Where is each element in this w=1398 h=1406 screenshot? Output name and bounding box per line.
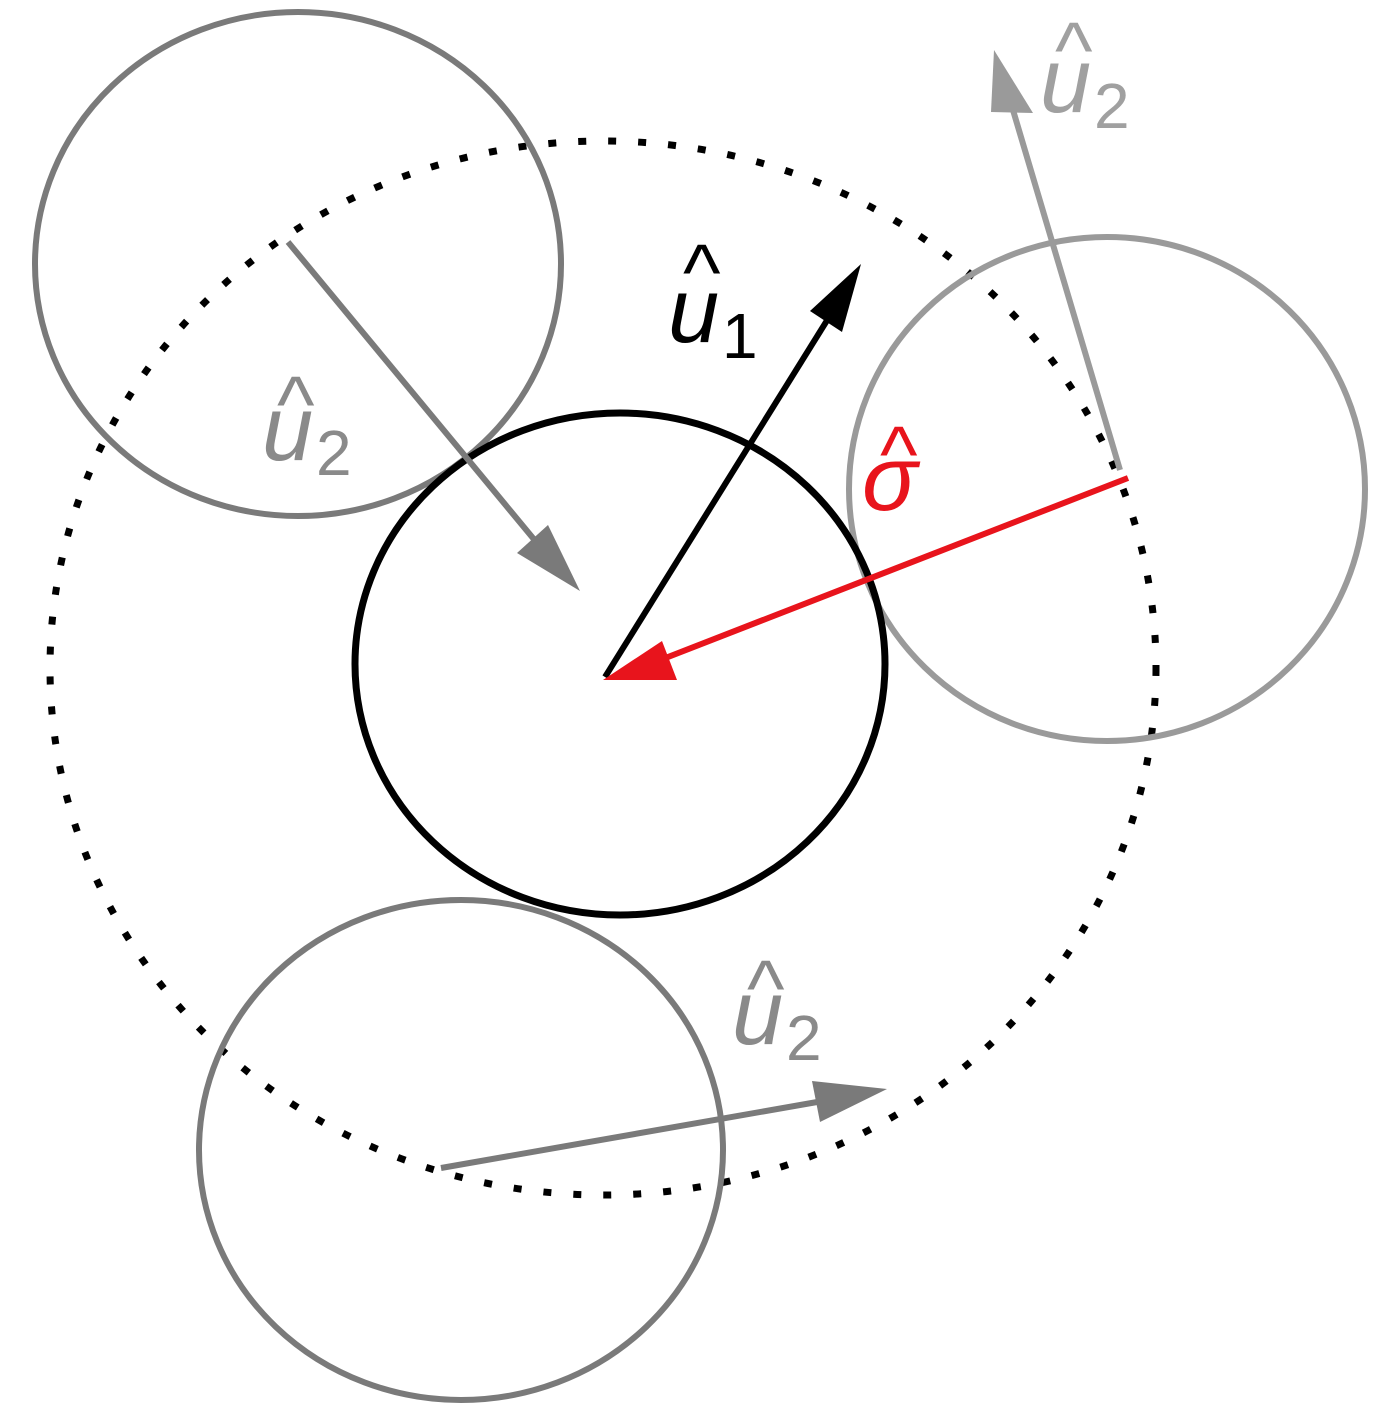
svg-text:2: 2	[316, 417, 352, 489]
svg-text:u: u	[732, 962, 783, 1064]
label-u2-right: ^ u 2	[1040, 6, 1130, 142]
svg-text:^: ^	[1055, 6, 1093, 95]
svg-text:^: ^	[277, 360, 315, 449]
dotted-contact-boundary	[46, 137, 1160, 1199]
svg-text:σ: σ	[862, 428, 921, 530]
u1-arrow	[602, 264, 861, 679]
svg-text:2: 2	[1094, 70, 1130, 142]
u2-arrow-right	[991, 50, 1123, 471]
neighbor-particle-top-left	[32, 9, 564, 519]
svg-text:u: u	[668, 260, 719, 362]
neighbor-particle-right	[846, 234, 1368, 744]
svg-text:u: u	[262, 378, 313, 480]
svg-text:^: ^	[880, 410, 918, 499]
sigma-arrow	[603, 475, 1130, 680]
svg-text:1: 1	[722, 300, 758, 372]
label-u2-bottom: ^ u 2	[732, 944, 822, 1074]
svg-text:^: ^	[747, 944, 785, 1033]
label-u1: ^ u 1	[668, 228, 758, 372]
u2-arrow-bottom	[440, 1081, 887, 1171]
central-particle	[351, 409, 889, 919]
svg-text:^: ^	[683, 228, 721, 317]
label-u2-top-left: ^ u 2	[262, 360, 352, 489]
svg-text:2: 2	[786, 1002, 822, 1074]
neighbor-particle-bottom	[196, 897, 726, 1403]
label-sigma: ^ σ	[862, 410, 921, 530]
u2-arrow-top-left	[285, 240, 580, 591]
svg-text:u: u	[1040, 30, 1091, 132]
